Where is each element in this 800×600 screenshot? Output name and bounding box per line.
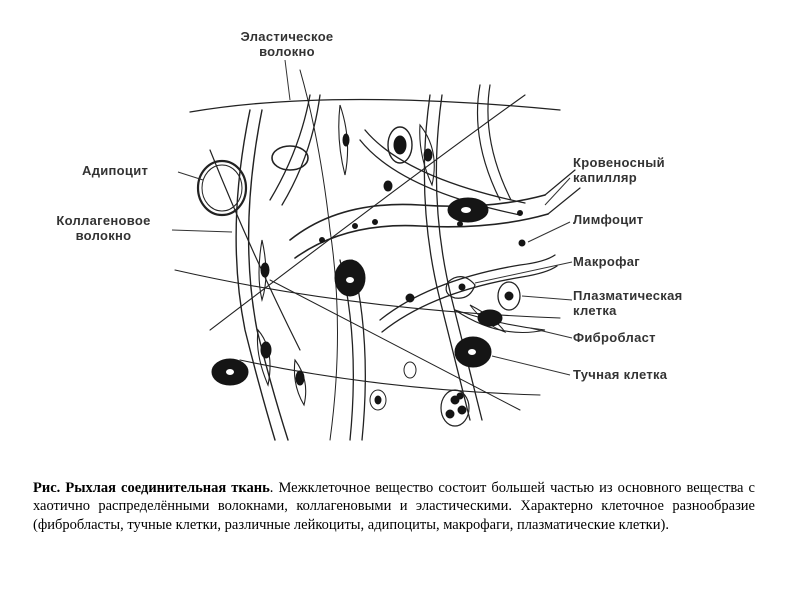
label-collagen-fiber-line2: волокно xyxy=(75,228,132,243)
nucleus xyxy=(423,148,433,162)
collagen-fiber xyxy=(364,129,526,204)
label-elastic-fiber-line2: волокно xyxy=(259,44,315,59)
granule xyxy=(456,392,464,400)
elastic-fiber xyxy=(239,359,541,396)
caption-body: . Межклеточное вещество состоит большей … xyxy=(33,479,755,533)
nucleus-highlight xyxy=(468,349,476,355)
cell-outline xyxy=(369,389,387,411)
collagen-fiber xyxy=(235,109,276,441)
nucleus xyxy=(383,180,393,192)
nucleus-highlight xyxy=(461,207,471,213)
adipocyte-cell xyxy=(196,159,248,217)
label-plasma-cell: Плазматическая клетка xyxy=(573,288,683,318)
elastic-fiber xyxy=(269,279,521,411)
leader-line-capillary xyxy=(544,177,571,206)
adipocyte-membrane xyxy=(201,164,243,212)
figure-caption: Рис. Рыхлая соединительная ткань. Межкле… xyxy=(33,479,755,535)
granule xyxy=(445,409,455,419)
label-plasma-cell-line1: Плазматическая xyxy=(573,288,683,303)
label-capillary-line1: Кровеносный xyxy=(573,155,665,170)
label-capillary-line2: капилляр xyxy=(573,170,638,185)
nucleus xyxy=(518,239,526,247)
label-fibroblast: Фибробласт xyxy=(573,330,656,345)
blood-cell xyxy=(319,237,325,243)
leader-line-mast xyxy=(491,355,571,376)
collagen-fiber xyxy=(359,139,521,216)
label-elastic-fiber: Эластическое волокно xyxy=(222,29,352,59)
macrophage-cell xyxy=(445,276,476,299)
nucleus xyxy=(260,262,270,278)
elastic-fiber xyxy=(189,98,561,113)
nucleus xyxy=(260,341,272,359)
leader-line-fibroblast xyxy=(529,327,573,339)
nucleus xyxy=(295,370,305,386)
fibroblast-nucleus xyxy=(477,309,503,327)
label-adipocyte: Адипоцит xyxy=(82,163,149,178)
mast-cell-outline xyxy=(440,389,470,427)
label-collagen-fiber-line1: Коллагеновое xyxy=(56,213,151,228)
caption-title: Рис. Рыхлая соединительная ткань xyxy=(33,479,270,496)
collagen-fiber xyxy=(379,254,556,321)
plasma-cell xyxy=(497,281,521,311)
collagen-fiber xyxy=(209,149,301,351)
collagen-fiber xyxy=(423,94,471,421)
collagen-fiber xyxy=(476,84,501,201)
nucleus-highlight xyxy=(346,277,354,283)
capillary-wall xyxy=(547,187,581,215)
leader-line-elastic xyxy=(284,59,291,101)
leader-line-lymphocyte xyxy=(527,221,571,243)
nucleus xyxy=(458,283,466,291)
cell-outline xyxy=(403,361,417,379)
leader-line-collagen xyxy=(171,229,233,233)
label-collagen-fiber: Коллагеновое волокно xyxy=(37,213,170,243)
leader-line-adipocyte xyxy=(177,171,204,181)
tissue-illustration xyxy=(171,59,581,441)
nucleus xyxy=(405,293,415,303)
label-mast-cell: Тучная клетка xyxy=(573,367,668,382)
label-plasma-cell-line2: клетка xyxy=(573,303,617,318)
collagen-fiber xyxy=(269,94,311,201)
fibroblast-cell xyxy=(338,104,349,176)
label-macrophage: Макрофаг xyxy=(573,254,641,269)
nucleus xyxy=(374,395,382,405)
capillary-wall xyxy=(544,169,576,196)
blood-cell xyxy=(352,223,358,229)
tissue-figure: Эластическое волокно Адипоцит Коллагенов… xyxy=(37,29,683,441)
cell-outline xyxy=(387,126,413,164)
collagen-fiber xyxy=(381,265,558,333)
nucleus xyxy=(342,133,350,147)
fibroblast-cell xyxy=(419,123,435,187)
nucleus xyxy=(393,135,407,155)
label-elastic-fiber-line1: Эластическое xyxy=(240,29,334,44)
collagen-fiber xyxy=(487,84,512,201)
blood-cell xyxy=(457,221,463,227)
capillary-wall xyxy=(294,213,549,259)
blood-cell xyxy=(517,210,523,216)
label-capillary: Кровеносный капилляр xyxy=(573,155,665,185)
plasma-nucleus xyxy=(504,291,514,301)
label-lymphocyte: Лимфоцит xyxy=(573,212,644,227)
cell-outline xyxy=(271,145,309,171)
granule xyxy=(450,395,460,405)
blood-cell xyxy=(372,219,378,225)
collagen-fiber xyxy=(281,94,321,206)
fibroblast-cell xyxy=(258,239,267,303)
leader-line-plasma xyxy=(521,295,573,301)
elastic-fiber xyxy=(174,269,561,319)
elastic-fiber xyxy=(209,94,526,331)
collagen-fiber xyxy=(435,94,483,421)
collagen-fiber xyxy=(247,109,289,441)
leader-line-macrophage xyxy=(474,261,573,284)
granule xyxy=(457,405,467,415)
nucleus-highlight xyxy=(226,369,234,375)
elastic-fiber xyxy=(299,69,338,441)
capillary-wall xyxy=(289,194,546,241)
